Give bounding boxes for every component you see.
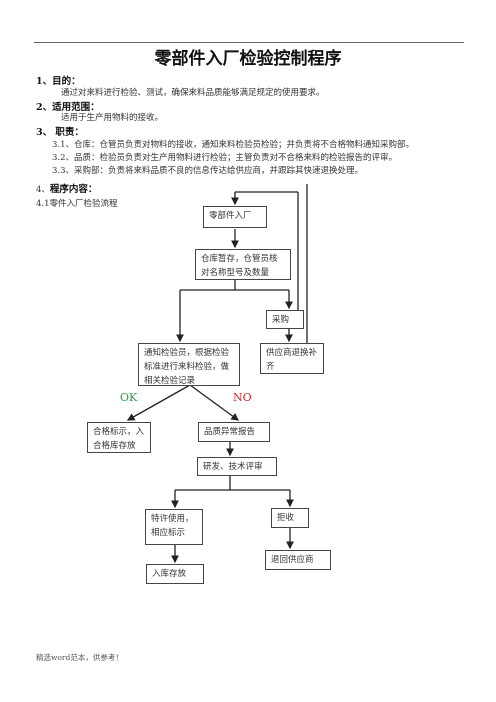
node-review: 研发、技术评审 bbox=[197, 457, 277, 476]
node-pass: 合格标示，入合格库存放 bbox=[87, 422, 151, 453]
node-supplier-return: 供应商退换补齐 bbox=[260, 343, 324, 374]
top-rule bbox=[34, 42, 464, 43]
content-heading-row: 4、程序内容： bbox=[36, 177, 97, 196]
node-purchase: 采购 bbox=[266, 310, 304, 329]
duty-quality: 3.2、品质：检验员负责对生产用物料进行检验；主管负责对不合格来料的检验报告的评… bbox=[52, 153, 398, 163]
node-parts-in: 零部件入厂 bbox=[203, 206, 267, 228]
duty-purchasing: 3.3、采购部：负责将来料品质不良的信息传达给供应商，并跟踪其快速退换处理。 bbox=[52, 166, 364, 176]
duties-heading: 3、 职责： bbox=[36, 127, 84, 138]
ok-label: OK bbox=[120, 391, 138, 404]
node-warehouse: 仓库暂存，仓管员核对名称型号及数量 bbox=[195, 249, 291, 280]
node-abnormal-report: 品质异常报告 bbox=[198, 422, 270, 442]
flow-heading: 4.1零件入厂检验流程 bbox=[36, 199, 118, 209]
duty-warehouse: 3.1、仓库：仓管员负责对物料的接收，通知来料检验员检验；并负责将不合格物料通知… bbox=[52, 140, 415, 150]
node-stock: 入库存放 bbox=[146, 564, 204, 584]
node-inspect: 通知检验员，根据检验标准进行来料检验，做相关检验记录 bbox=[138, 343, 240, 386]
node-reject: 拒收 bbox=[271, 508, 309, 528]
purpose-text: 通过对来料进行检验、测试，确保来料品质能够满足规定的使用要求。 bbox=[61, 88, 325, 98]
node-special-use: 特许使用，相应标示 bbox=[145, 509, 203, 545]
content-heading: 程序内容： bbox=[49, 184, 98, 195]
scope-text: 适用于生产用物料的接收。 bbox=[61, 113, 164, 123]
footer-note: 精选word范本，供参考！ bbox=[36, 653, 123, 662]
node-return-supplier: 退回供应商 bbox=[265, 550, 331, 570]
no-label: NO bbox=[233, 391, 252, 404]
scope-heading: 2、适用范围： bbox=[36, 102, 100, 113]
document-title: 零部件入厂检验控制程序 bbox=[154, 49, 342, 69]
content-heading-number: 4、 bbox=[36, 185, 50, 195]
purpose-heading: 1、目的： bbox=[36, 76, 81, 87]
